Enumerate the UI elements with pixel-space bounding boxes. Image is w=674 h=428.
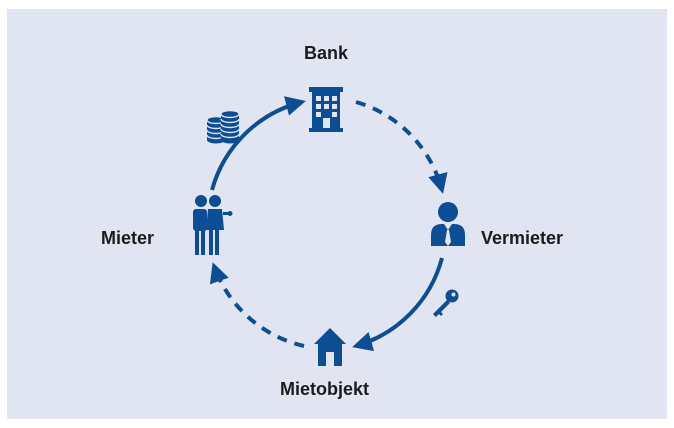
node-label-vermieter: Vermieter xyxy=(481,228,564,248)
arrow-bank-to-vermieter xyxy=(355,100,448,194)
bank-building-icon xyxy=(309,87,343,132)
arrow-mietobjekt-to-mieter xyxy=(209,262,305,348)
arrow-vermieter-to-mietobjekt xyxy=(352,257,444,352)
landlord-person-icon xyxy=(431,202,465,246)
node-label-mieter: Mieter xyxy=(101,228,155,248)
coin-stacks-icon xyxy=(206,109,240,144)
node-label-bank: Bank xyxy=(304,43,349,63)
arrow-mieter-to-bank xyxy=(210,96,306,191)
key-icon xyxy=(433,289,459,317)
tenants-couple-icon xyxy=(193,195,233,255)
node-label-mietobjekt: Mietobjekt xyxy=(280,379,370,399)
house-icon xyxy=(314,328,346,366)
